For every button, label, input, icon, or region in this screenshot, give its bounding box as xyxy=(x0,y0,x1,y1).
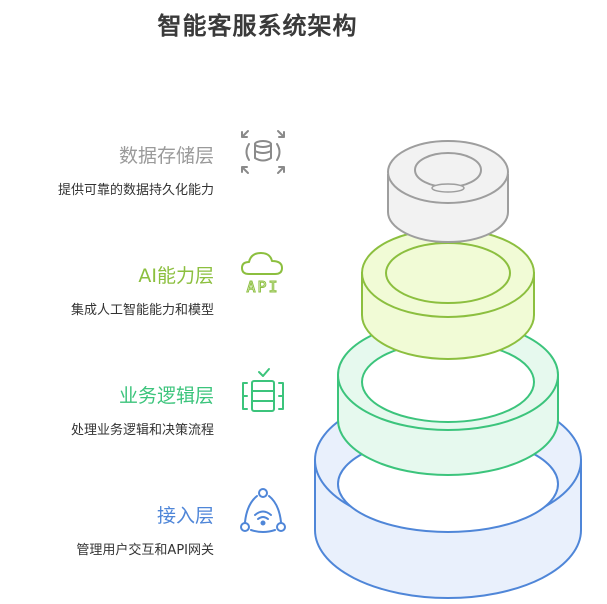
layer-title-data-storage: 数据存储层 xyxy=(118,145,214,167)
diagram-title: 智能客服系统架构 xyxy=(157,12,358,40)
layer-desc-access: 管理用户交互和API网关 xyxy=(76,543,214,558)
ring-data-storage-layer xyxy=(387,140,509,243)
database-expand-icon xyxy=(241,130,285,174)
layer-desc-ai: 集成人工智能能力和模型 xyxy=(70,303,214,318)
layer-title-ai: AI能力层 xyxy=(138,265,214,287)
layer-desc-data-storage: 提供可靠的数据持久化能力 xyxy=(57,183,214,198)
network-hub-icon xyxy=(240,488,286,533)
cloud-api-icon: API xyxy=(241,252,283,297)
layer-desc-business: 处理业务逻辑和决策流程 xyxy=(70,423,214,438)
server-rack-icon xyxy=(242,368,284,412)
api-label: API xyxy=(246,278,279,296)
layer-title-business: 业务逻辑层 xyxy=(118,385,214,407)
ring-ai-layer xyxy=(361,228,535,360)
layer-title-access: 接入层 xyxy=(156,505,214,527)
